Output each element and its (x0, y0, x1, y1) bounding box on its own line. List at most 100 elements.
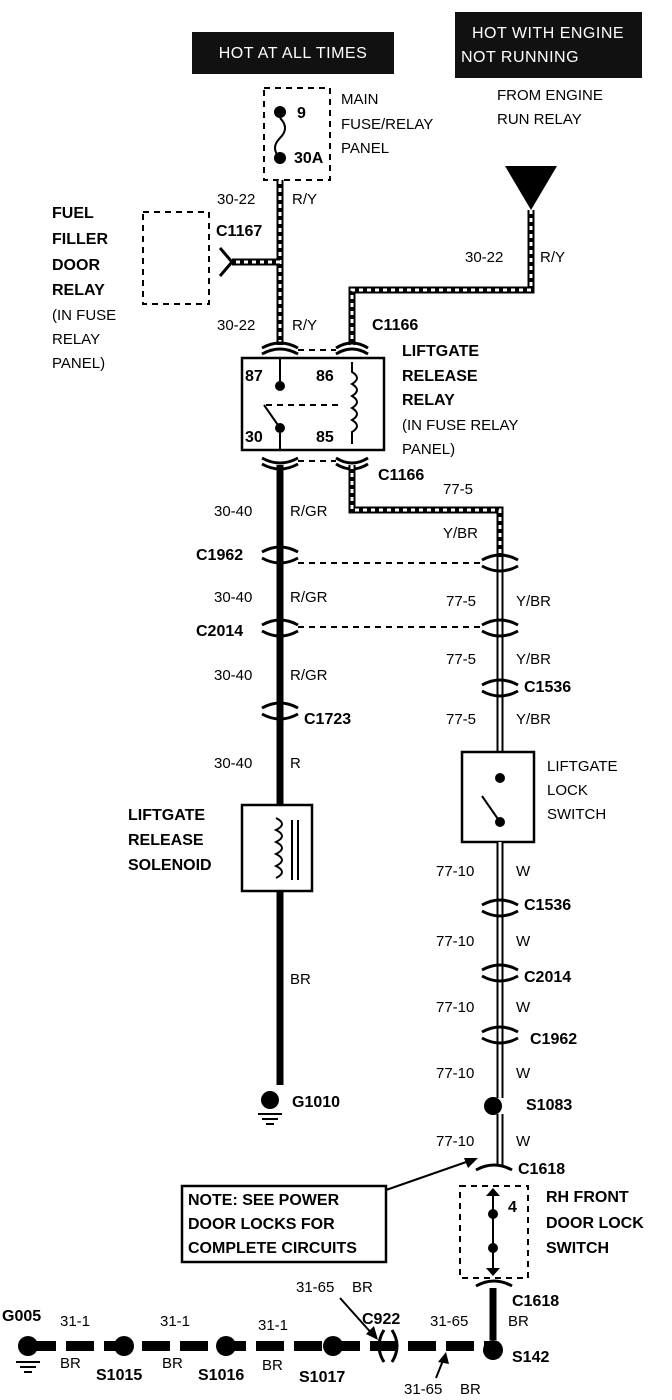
lock-switch-label-2: LOCK (547, 782, 588, 799)
color-w-b: W (516, 933, 531, 950)
main-fuse-panel-label-3: PANEL (341, 140, 389, 157)
liftgate-relay-label-1: LIFTGATE (402, 343, 479, 360)
splice-s1017: S1017 (299, 1369, 345, 1386)
hot-engine-line1: HOT WITH ENGINE (472, 25, 624, 42)
connector-c1962-right: C1962 (530, 1031, 577, 1048)
color-br-e: BR (162, 1355, 183, 1372)
liftgate-release-relay-box (240, 356, 386, 452)
hot-at-all-times-label: HOT AT ALL TIMES (219, 45, 368, 62)
lock-switch-label-3: SWITCH (547, 806, 606, 823)
note-line-2: DOOR LOCKS FOR (188, 1216, 335, 1233)
door-switch-pin: 4 (508, 1199, 517, 1216)
liftgate-relay-label-2: RELEASE (402, 368, 478, 385)
wire-31-1-c: 31-1 (258, 1317, 288, 1334)
wire-77-10-b: 77-10 (436, 933, 474, 950)
liftgate-relay-label-4: (IN FUSE RELAY (402, 417, 518, 434)
note-line-1: NOTE: SEE POWER (188, 1192, 340, 1209)
fuel-filler-label-6: RELAY (52, 331, 100, 348)
color-w-a: W (516, 863, 531, 880)
color-r: R (290, 755, 301, 772)
wire-77-5-hatch (348, 465, 504, 560)
solenoid-label-2: RELEASE (128, 832, 204, 849)
connector-c1167: C1167 (216, 223, 262, 240)
connector-c1723: C1723 (304, 711, 351, 728)
color-br-f: BR (262, 1357, 283, 1374)
wire-30-40-b: 30-40 (214, 589, 252, 606)
door-lock-switch-label-3: SWITCH (546, 1240, 609, 1257)
splice-s142: S142 (512, 1349, 549, 1366)
color-w-c: W (516, 999, 531, 1016)
wire-77-10-a: 77-10 (436, 863, 474, 880)
wire-30-40-c: 30-40 (214, 667, 252, 684)
relay-pin-86: 86 (316, 368, 334, 385)
hot-engine-not-running-box (455, 12, 642, 78)
liftgate-relay-label-3: RELAY (402, 392, 455, 409)
ground-g005: G005 (2, 1308, 41, 1325)
liftgate-lock-switch-box (460, 750, 536, 844)
ground-g1010: G1010 (292, 1094, 340, 1111)
color-ry-b: R/Y (292, 317, 317, 334)
color-ybr-a: Y/BR (443, 525, 478, 542)
color-ry-a: R/Y (292, 191, 317, 208)
liftgate-relay-label-5: PANEL) (402, 441, 455, 458)
color-rgr-c: R/GR (290, 667, 328, 684)
from-engine-run-relay-1: FROM ENGINE (497, 87, 603, 104)
color-rgr-a: R/GR (290, 503, 328, 520)
wire-77-5-d: 77-5 (446, 711, 476, 728)
wire-77-5-b: 77-5 (446, 593, 476, 610)
color-br-b: BR (460, 1381, 481, 1398)
solenoid-label-1: LIFTGATE (128, 807, 205, 824)
hot-at-all-times-box (192, 32, 394, 74)
wire-30-22-a: 30-22 (217, 191, 255, 208)
lock-switch-label-1: LIFTGATE (547, 758, 618, 775)
connector-c2014-right: C2014 (524, 969, 571, 986)
color-ybr-d: Y/BR (516, 711, 551, 728)
connector-c922: C922 (362, 1311, 400, 1328)
door-lock-switch-label-2: DOOR LOCK (546, 1215, 644, 1232)
wire-31-1-b: 31-1 (160, 1313, 190, 1330)
wire-30-40-a: 30-40 (214, 503, 252, 520)
wire-30-22-b: 30-22 (217, 317, 255, 334)
wire-77-5-c: 77-5 (446, 651, 476, 668)
color-ybr-b: Y/BR (516, 593, 551, 610)
color-br-d: BR (60, 1355, 81, 1372)
fuel-filler-label-7: PANEL) (52, 355, 105, 372)
connector-c1166-top: C1166 (372, 317, 418, 334)
door-lock-switch-label-1: RH FRONT (546, 1189, 629, 1206)
power-source-triangle (505, 166, 557, 210)
splice-s1083-dot (484, 1097, 502, 1115)
color-br-c: BR (508, 1313, 529, 1330)
wire-77-10-c: 77-10 (436, 999, 474, 1016)
hot-engine-line2: NOT RUNNING (461, 49, 579, 66)
fuse-number: 9 (297, 105, 306, 122)
wire-31-1-a: 31-1 (60, 1313, 90, 1330)
relay-pin-87: 87 (245, 368, 263, 385)
main-fuse-panel-label-1: MAIN (341, 91, 379, 108)
fuel-filler-label-2: FILLER (52, 231, 108, 248)
relay-pin-30: 30 (245, 429, 263, 446)
rh-front-door-lock-switch-box (459, 1185, 529, 1279)
connector-c1536-lower: C1536 (524, 897, 571, 914)
main-fuse-panel-label-2: FUSE/RELAY (341, 116, 433, 133)
wire-77-10-d: 77-10 (436, 1065, 474, 1082)
wire-31-65-c: 31-65 (430, 1313, 468, 1330)
from-engine-run-relay-2: RUN RELAY (497, 111, 582, 128)
solenoid-label-3: SOLENOID (128, 857, 212, 874)
connector-c1618-top: C1618 (518, 1161, 565, 1178)
wire-30-22-c: 30-22 (465, 249, 503, 266)
fuel-filler-label-3: DOOR (52, 257, 100, 274)
splice-s1016: S1016 (198, 1367, 244, 1384)
wire-77-10-e: 77-10 (436, 1133, 474, 1150)
color-ry-c: R/Y (540, 249, 565, 266)
fuse-rating: 30A (294, 150, 324, 167)
note-box (180, 1184, 388, 1264)
color-w-e: W (516, 1133, 531, 1150)
color-br-left: BR (290, 971, 311, 988)
wire-31-65-b: 31-65 (404, 1381, 442, 1398)
connector-c2014-left: C2014 (196, 623, 243, 640)
splice-s1083: S1083 (526, 1097, 572, 1114)
connector-c1536-upper: C1536 (524, 679, 571, 696)
fuel-filler-label-5: (IN FUSE (52, 307, 116, 324)
color-br-a: BR (352, 1279, 373, 1296)
